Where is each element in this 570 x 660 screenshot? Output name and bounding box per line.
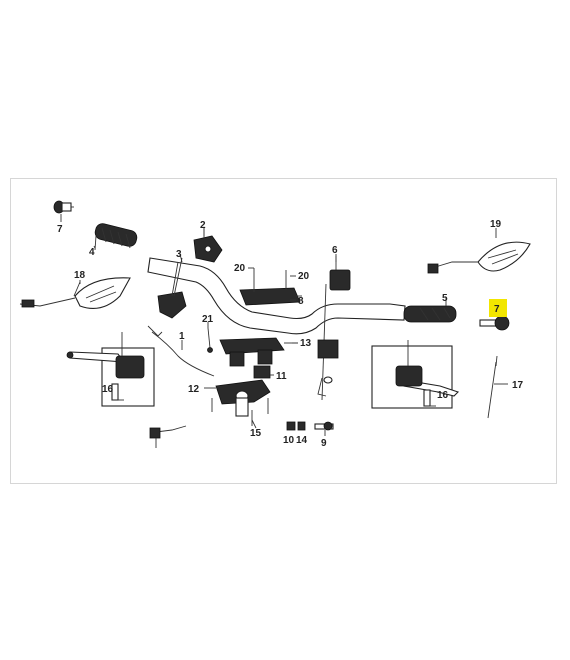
highlight-marker [489,299,507,317]
callout-16-left: 16 [102,384,114,395]
callout-18: 18 [74,270,86,281]
lower-bracket [211,379,271,426]
callout-21: 21 [202,314,214,325]
grip-right [403,305,457,323]
leader-lines [79,228,508,436]
clutch-cable [487,355,498,419]
callout-13: 13 [300,338,312,349]
callout-20-left: 20 [234,263,246,274]
throttle-cable [151,331,215,377]
callout-17: 17 [512,380,524,391]
small-parts [286,421,334,431]
callout-2: 2 [200,220,206,231]
callout-8: 8 [298,296,304,307]
callout-14: 14 [296,435,308,446]
mirror-right [427,241,531,274]
callout-19: 19 [490,219,502,230]
callout-6: 6 [332,245,338,256]
callout-10: 10 [283,435,295,446]
clamp-lower-left [157,257,187,319]
callout-4: 4 [89,247,95,258]
cable-guide [253,365,271,379]
callout-15: 15 [250,428,262,439]
bar-end-weight-right [479,315,510,331]
handlebar-holder [219,337,298,367]
bar-end-weight-left [53,200,74,222]
callout-9: 9 [321,438,327,449]
clamp-upper-left [193,228,223,263]
lever-assembly-right [371,340,460,409]
mirror-left [19,277,131,309]
handlebar-top-clamp [239,268,302,306]
callout-20-right: 20 [298,271,310,282]
grip-left [94,223,138,251]
clutch-switch [149,425,187,448]
callout-11: 11 [276,371,287,382]
callout-12: 12 [188,384,200,395]
switch-right [317,256,351,401]
lever-assembly-left [66,332,155,407]
callout-7-left: 7 [57,224,63,235]
callout-16-right: 16 [437,390,449,401]
callout-3: 3 [176,249,182,260]
callout-7-right: 7 [494,304,500,315]
callout-1: 1 [179,331,185,342]
bolt-21 [207,327,213,353]
callout-5: 5 [442,293,448,304]
